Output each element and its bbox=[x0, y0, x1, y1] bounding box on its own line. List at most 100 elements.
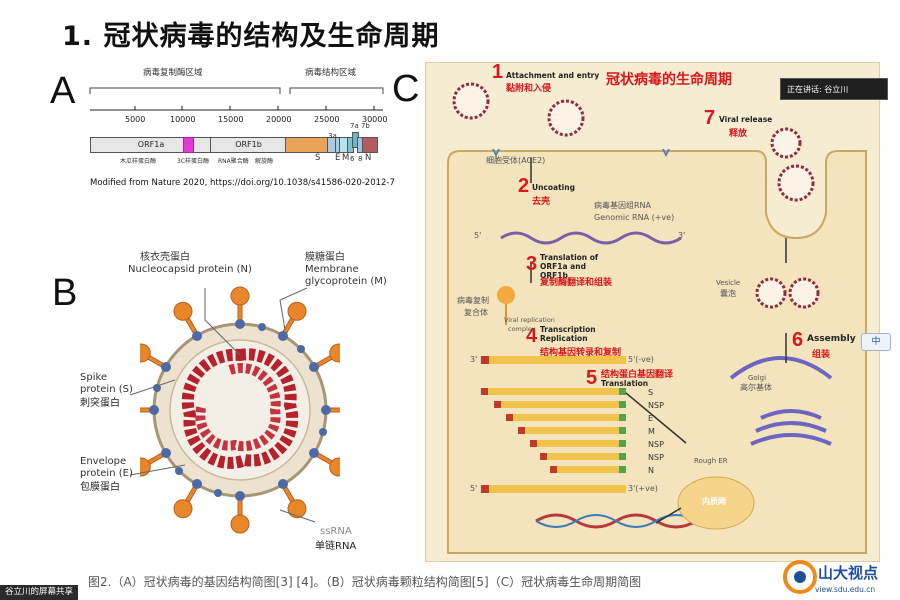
step-2-number: 2 bbox=[518, 175, 530, 197]
step-2-cn: 去壳 bbox=[532, 197, 551, 207]
step-5-en: Translation bbox=[601, 379, 649, 388]
step-6-cn: 组装 bbox=[812, 350, 831, 360]
step-6-en: Assembly bbox=[807, 334, 856, 344]
genomic-5prime: 5' bbox=[474, 231, 482, 240]
er-label-cn: 内质网 bbox=[702, 497, 726, 506]
tick-label: 10000 bbox=[170, 115, 196, 124]
protein-label-e: E bbox=[648, 414, 654, 423]
step-3-en: Translation of ORF1a and ORF1b bbox=[540, 253, 599, 280]
lifecycle-graphics bbox=[447, 82, 867, 554]
3cl-protease-label: 3C样蛋白酶 bbox=[177, 158, 210, 165]
panel-c-letter: C bbox=[392, 68, 420, 110]
replicase-region-label: 病毒复制酶区域 bbox=[143, 68, 203, 78]
step-4-number: 4 bbox=[526, 325, 538, 347]
tick-label: 30000 bbox=[362, 115, 388, 124]
pos-strand-5prime: 5' bbox=[470, 484, 478, 493]
replication-complex-cn2: 复合体 bbox=[464, 308, 488, 317]
step-3-cn: 复制酶翻译和组装 bbox=[540, 278, 613, 288]
panel-a-letter: A bbox=[50, 70, 76, 112]
step-4-en: Transcription Replication bbox=[540, 325, 596, 343]
orf6-label: 6 bbox=[350, 155, 355, 163]
rough-er-label: Rough ER bbox=[694, 457, 728, 465]
panel-b-letter: B bbox=[52, 272, 78, 314]
genomic-3prime: 3' bbox=[678, 231, 686, 240]
n-label: N bbox=[365, 153, 372, 163]
step-7-number: 7 bbox=[704, 107, 716, 129]
citation: Modified from Nature 2020, https://doi.o… bbox=[90, 178, 395, 188]
tick-label: 5000 bbox=[125, 115, 146, 124]
membrane-label-cn: 膜糖蛋白 bbox=[305, 252, 345, 263]
7a7b-label: 7a 7b bbox=[350, 122, 370, 130]
step-1-en: Attachment and entry bbox=[506, 71, 600, 80]
speaker-indicator[interactable]: 正在讲话: 谷立川 bbox=[780, 78, 888, 100]
nucleocapsid-label-en: Nucleocapsid protein (N) bbox=[128, 264, 252, 275]
lifecycle-diagram: 冠状病毒的生命周期 1 Attachment and entry 黏附和入侵 2… bbox=[425, 61, 880, 562]
step-5-cn: 结构蛋白基因翻译 bbox=[601, 370, 674, 380]
vesicle-label-cn: 囊泡 bbox=[720, 289, 736, 298]
nucleocapsid-label-cn: 核衣壳蛋白 bbox=[140, 252, 190, 263]
spike-label-en1: Spike bbox=[80, 372, 108, 383]
genomic-rna-label-cn: 病毒基因组RNA bbox=[594, 201, 652, 210]
screen-share-label[interactable]: 谷立川的屏幕共享 bbox=[0, 585, 79, 600]
receptor-label: 细胞受体(ACE2) bbox=[486, 156, 546, 165]
tick-label: 15000 bbox=[218, 115, 244, 124]
3a-label: 3a bbox=[328, 132, 337, 140]
genomic-rna-label-en: Genomic RNA (+ve) bbox=[594, 213, 675, 222]
spike-label-en2: protein (S) bbox=[80, 384, 133, 395]
step-7-en: Viral release bbox=[719, 115, 773, 124]
tick-label: 20000 bbox=[266, 115, 292, 124]
envelope-label-en2: protein (E) bbox=[80, 468, 133, 479]
watermark-logo bbox=[780, 555, 900, 600]
n-gene bbox=[362, 137, 378, 153]
orf1b-gene: ORF1b bbox=[210, 137, 287, 153]
3cl-protease-block bbox=[183, 137, 194, 153]
region-brackets bbox=[89, 87, 384, 94]
envelope-label-cn: 包膜蛋白 bbox=[80, 482, 120, 493]
rdrp-label: RNA聚合酶 bbox=[218, 158, 249, 165]
tick-label: 25000 bbox=[314, 115, 340, 124]
step-7-cn: 释放 bbox=[729, 129, 748, 139]
step-4-cn: 结构基因转录和复制 bbox=[540, 348, 622, 358]
ssrna-label-en: ssRNA bbox=[320, 526, 352, 537]
protein-label-nsp: NSP bbox=[648, 453, 664, 462]
watermark-text: 山大视点 bbox=[818, 564, 879, 582]
watermark-url: view.sdu.edu.cn bbox=[815, 585, 876, 594]
step-3-number: 3 bbox=[526, 253, 538, 275]
golgi-label-en: Golgi bbox=[748, 374, 767, 382]
e-label: E bbox=[335, 153, 341, 163]
step-1-cn: 黏附和入侵 bbox=[506, 84, 552, 94]
membrane-label-en1: Membrane bbox=[305, 264, 359, 275]
protein-label-nsp: NSP bbox=[648, 401, 664, 410]
callout-lines bbox=[129, 287, 316, 523]
spike-label-cn: 刺突蛋白 bbox=[80, 398, 120, 409]
protein-label-s: S bbox=[648, 388, 654, 397]
protein-label-m: M bbox=[648, 427, 655, 436]
neg-strand-3prime: 3' bbox=[470, 355, 478, 364]
scale-ruler bbox=[90, 106, 383, 111]
replication-complex-en2: complex bbox=[508, 325, 536, 333]
replication-complex-en1: Viral replication bbox=[504, 316, 555, 324]
envelope-label-en1: Envelope bbox=[80, 456, 127, 467]
spike-gene bbox=[285, 137, 329, 153]
replication-complex-cn1: 病毒复制 bbox=[457, 296, 489, 305]
vesicle-label-en: Vesicle bbox=[716, 279, 741, 287]
step-2-en: Uncoating bbox=[532, 183, 575, 192]
step-1-number: 1 bbox=[492, 61, 504, 83]
ssrna-label-cn: 单链RNA bbox=[315, 541, 357, 552]
golgi-label-cn: 高尔基体 bbox=[740, 383, 772, 392]
papain-protease-label: 木瓜样蛋白酶 bbox=[120, 158, 157, 165]
input-method-icon[interactable]: 中 bbox=[861, 333, 891, 351]
membrane-label-en2: glycoprotein (M) bbox=[305, 276, 387, 287]
pos-strand-end: 3'(+ve) bbox=[628, 484, 658, 493]
step-6-number: 6 bbox=[792, 329, 804, 351]
lifecycle-title: 冠状病毒的生命周期 bbox=[606, 72, 732, 88]
eye-logo-icon bbox=[783, 560, 817, 594]
slide-title: 1. 冠状病毒的结构及生命周期 bbox=[62, 21, 440, 52]
m-label: M bbox=[342, 153, 350, 163]
protein-label-nsp: NSP bbox=[648, 440, 664, 449]
orf8-label: 8 bbox=[358, 155, 363, 163]
genome-diagram: 病毒复制酶区域 病毒结构区域 5000 10000 15000 20000 25… bbox=[85, 60, 395, 200]
neg-strand-end: 5'(-ve) bbox=[628, 355, 654, 364]
protein-label-n: N bbox=[648, 466, 654, 475]
structural-region-label: 病毒结构区域 bbox=[305, 68, 357, 78]
